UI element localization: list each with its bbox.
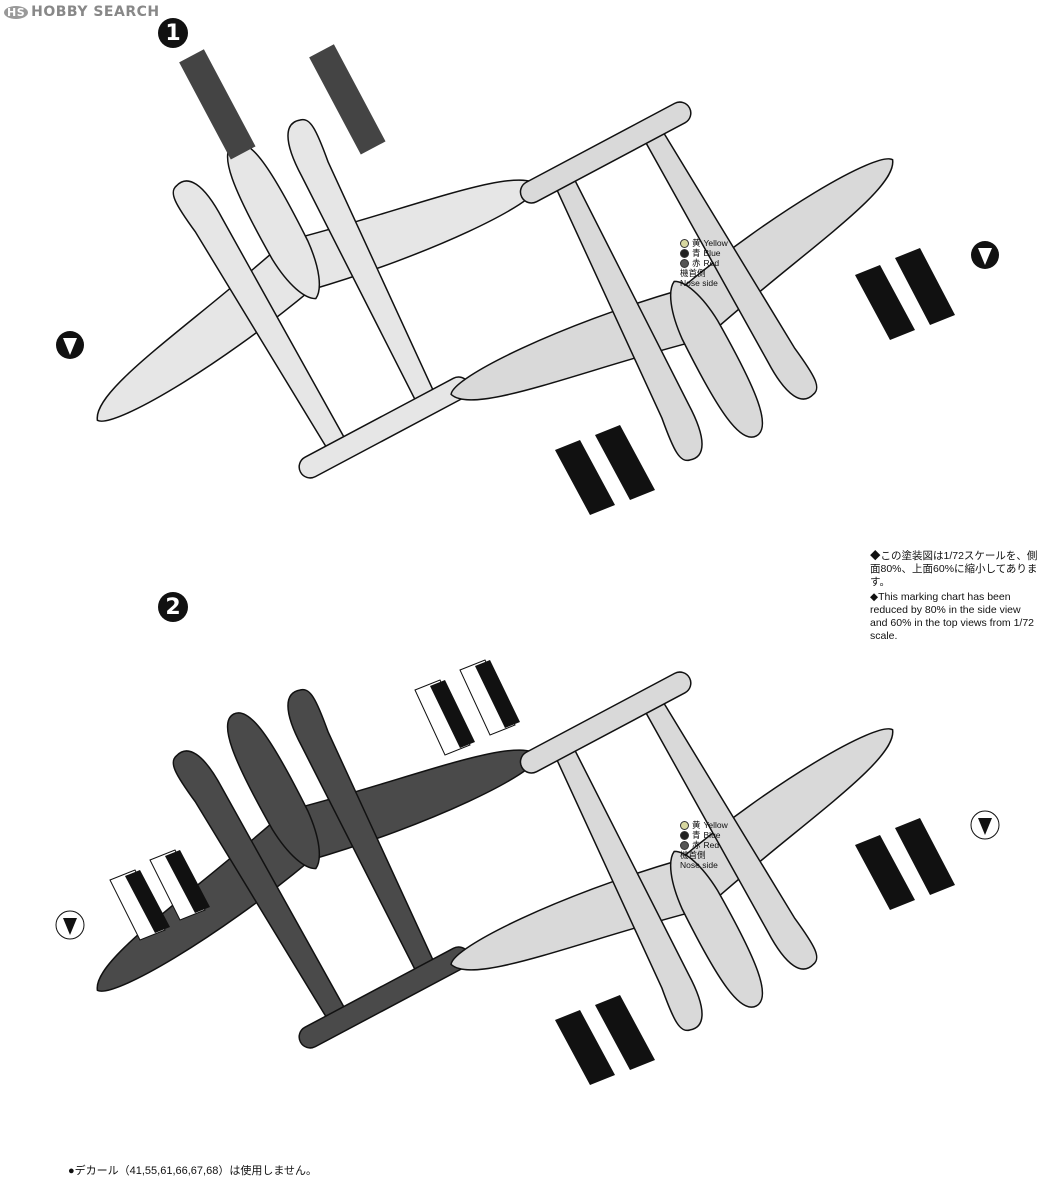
- scheme-1-top-view: [12, 25, 612, 556]
- scale-note-ja: ◆この塗装図は1/72スケールを、側面80%、上面60%に縮小してあります。: [870, 550, 1038, 588]
- red-dot: [680, 840, 689, 850]
- scheme-2-top-view: [12, 595, 612, 1126]
- color-key-1: 黄 Yellow 青 Blue 赤 Red 機首側 Nose side: [680, 238, 728, 288]
- scale-note: ◆この塗装図は1/72スケールを、側面80%、上面60%に縮小してあります。 ◆…: [870, 550, 1040, 645]
- blue-dot: [680, 248, 689, 258]
- scale-note-en: ◆This marking chart has been reduced by …: [870, 591, 1035, 642]
- blue-dot: [680, 830, 689, 840]
- color-key-2: 黄 Yellow 青 Blue 赤 Red 機首側 Nose side: [680, 820, 728, 870]
- scheme-1-badge: 1: [158, 18, 188, 48]
- red-dot: [680, 258, 689, 268]
- decal-footnote: ●デカール（41,55,61,66,67,68）は使用しません。: [68, 1165, 318, 1177]
- yellow-dot: [680, 238, 689, 248]
- yellow-dot: [680, 820, 689, 830]
- scheme-2-badge: 2: [158, 592, 188, 622]
